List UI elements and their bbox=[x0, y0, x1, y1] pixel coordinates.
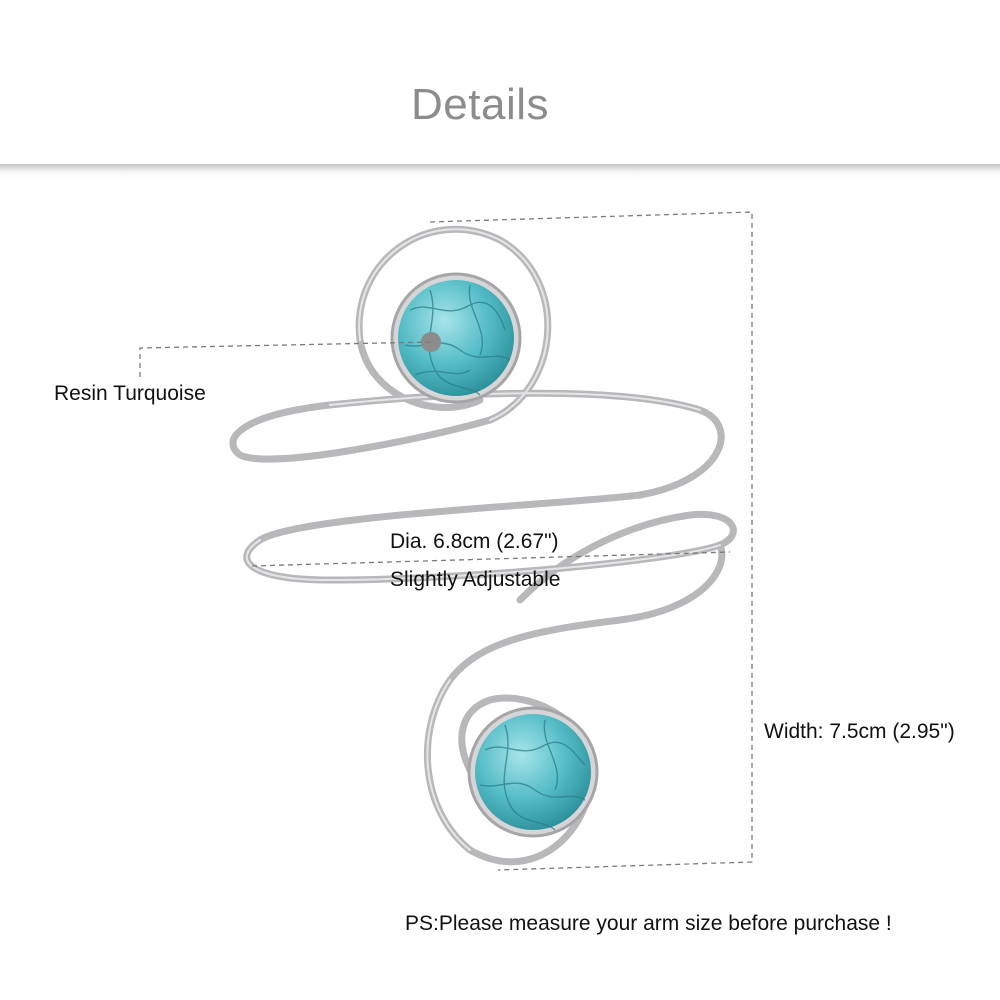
diameter-label: Dia. 6.8cm (2.67") bbox=[390, 530, 559, 553]
purchase-note: PS:Please measure your arm size before p… bbox=[405, 912, 892, 935]
bottom-turquoise-stone bbox=[467, 706, 599, 838]
title-divider bbox=[0, 164, 1000, 178]
page-title: Details bbox=[411, 80, 549, 129]
width-label: Width: 7.5cm (2.95") bbox=[764, 720, 955, 743]
bracelet-wire-highlight bbox=[245, 228, 721, 851]
material-pointer-line bbox=[139, 341, 432, 378]
material-label: Resin Turquoise bbox=[54, 382, 206, 405]
measurement-lines bbox=[139, 211, 753, 871]
top-turquoise-stone bbox=[390, 272, 522, 404]
adjustability-label: Slightly Adjustable bbox=[390, 568, 561, 591]
width-bracket-line bbox=[429, 211, 753, 871]
diameter-line bbox=[251, 551, 731, 567]
